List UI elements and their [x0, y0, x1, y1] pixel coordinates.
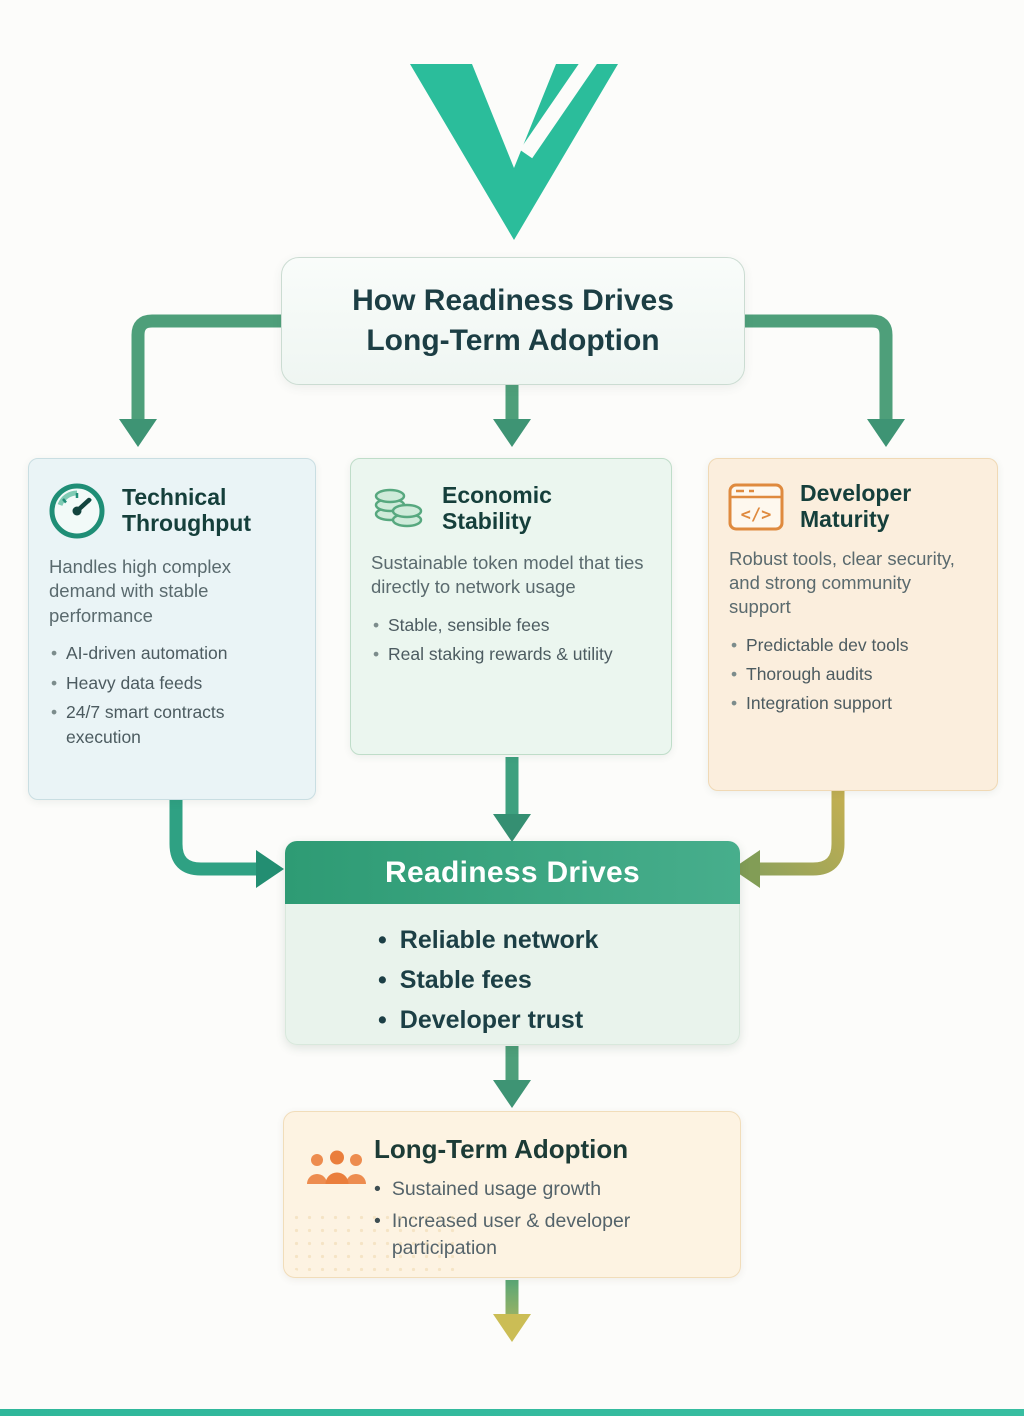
readiness-bullet: •Reliable network [378, 926, 599, 954]
readiness-bullet: •Developer trust [378, 1006, 584, 1034]
footer-accent-bar [0, 1409, 1024, 1416]
people-icon [304, 1148, 370, 1188]
arrow-developer-to-readiness [732, 791, 845, 888]
arrow-adoption-down [493, 1280, 531, 1342]
brand-logo [410, 58, 618, 240]
adoption-bullet: •Sustained usage growth [374, 1178, 602, 1200]
card-heading: Technical Throughput [122, 484, 252, 536]
gauge-icon [47, 481, 107, 541]
card-header: Economic Stability [351, 459, 671, 537]
card-bullet: Stable, sensible fees [373, 613, 657, 639]
card-bullet: Predictable dev tools [731, 633, 983, 659]
adoption-heading: Long-Term Adoption [374, 1134, 629, 1164]
card-bullet: 24/7 smart contracts execution [51, 700, 301, 751]
adoption-bullet: •Increased user & developer participatio… [374, 1210, 631, 1259]
arrow-title-to-developer [741, 314, 905, 447]
card-bullet: Real staking rewards & utility [373, 642, 657, 668]
arrow-economic-to-readiness [493, 757, 531, 842]
card-economic-stability: Economic Stability Sustainable token mod… [350, 458, 672, 755]
svg-text:</>: </> [741, 505, 772, 525]
card-developer-maturity: </> Developer Maturity Robust tools, cle… [708, 458, 998, 791]
readiness-body: •Reliable network •Stable fees •Develope… [285, 904, 740, 1045]
card-bullet: Thorough audits [731, 662, 983, 688]
card-description: Robust tools, clear security, and strong… [729, 547, 955, 618]
readiness-box: Readiness Drives •Reliable network •Stab… [285, 841, 740, 1045]
card-description: Sustainable token model that ties direct… [371, 552, 644, 598]
arrow-title-to-technical [119, 314, 283, 447]
readiness-bullet: •Stable fees [378, 966, 532, 994]
adoption-box: Long-Term Adoption •Sustained usage grow… [283, 1111, 741, 1278]
card-header: </> Developer Maturity [709, 459, 997, 533]
card-bullet-list: AI-driven automation Heavy data feeds 24… [29, 641, 315, 751]
card-technical-throughput: Technical Throughput Handles high comple… [28, 458, 316, 800]
card-heading: Economic Stability [442, 482, 552, 534]
adoption-content: Long-Term Adoption •Sustained usage grow… [374, 1134, 724, 1261]
arrow-title-to-economic [493, 385, 531, 447]
card-description: Handles high complex demand with stable … [49, 556, 232, 626]
card-bullet-list: Stable, sensible fees Real staking rewar… [351, 613, 671, 668]
card-heading: Developer Maturity [800, 480, 912, 532]
arrow-readiness-to-adoption [493, 1046, 531, 1108]
title-line-2: Long-Term Adoption [366, 324, 660, 357]
code-window-icon: </> [727, 482, 785, 532]
readiness-header: Readiness Drives [285, 841, 740, 904]
title-line-1: How Readiness Drives [352, 284, 674, 318]
card-header: Technical Throughput [29, 459, 315, 541]
coins-icon [369, 481, 427, 537]
arrow-technical-to-readiness [169, 800, 284, 888]
card-bullet: Integration support [731, 691, 983, 717]
card-bullet-list: Predictable dev tools Thorough audits In… [709, 633, 997, 718]
card-bullet: Heavy data feeds [51, 671, 301, 697]
card-bullet: AI-driven automation [51, 641, 301, 667]
title-box: How Readiness Drives Long-Term Adoption [281, 257, 745, 385]
